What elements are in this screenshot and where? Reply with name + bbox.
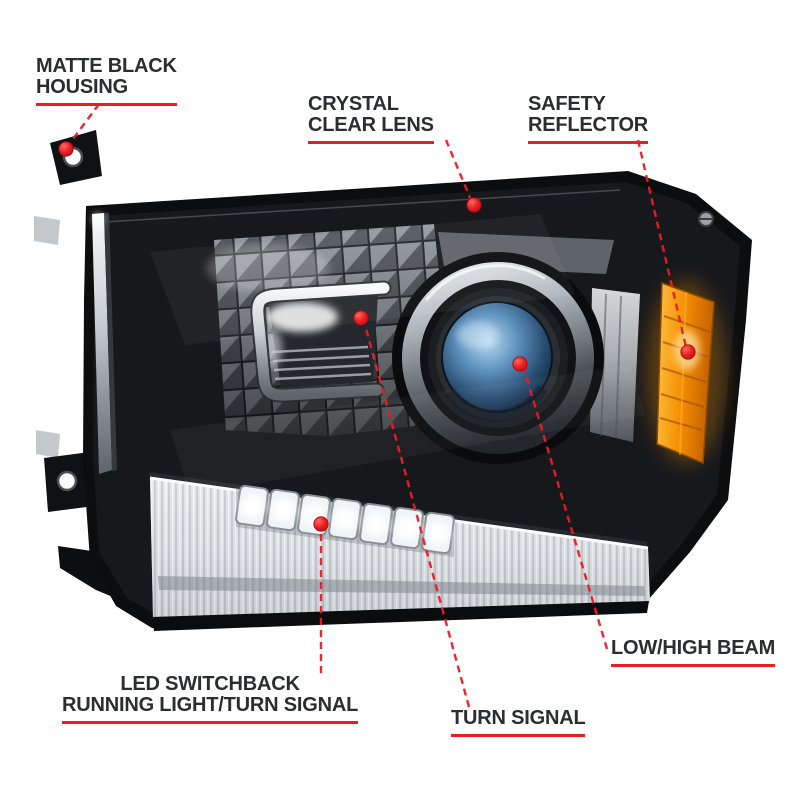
- callout-matte-black-housing: MATTE BLACK HOUSING: [36, 56, 177, 106]
- callout-line: LED SWITCHBACK: [120, 673, 300, 695]
- callout-underline-box: TURN SIGNAL: [451, 707, 586, 737]
- callout-underline-box: LOW/HIGH BEAM: [611, 638, 775, 667]
- callout-line: RUNNING LIGHT/TURN SIGNAL: [62, 694, 359, 716]
- mounting-clips: [34, 216, 60, 458]
- callout-line: TURN SIGNAL: [451, 707, 586, 729]
- projector-low-high-beam: [392, 252, 604, 464]
- projector-shroud: [590, 288, 640, 442]
- callout-underline-box: LED SWITCHBACK RUNNING LIGHT/TURN SIGNAL: [62, 674, 358, 724]
- led-switchback-bar: [148, 472, 650, 631]
- callout-line: MATTE BLACK: [36, 55, 177, 77]
- drl-light-guide: [92, 213, 117, 474]
- callout-line: SAFETY: [528, 93, 606, 115]
- dot-crystal-clear-lens: [466, 197, 482, 213]
- dot-safety-reflector: [680, 344, 696, 360]
- dot-turn-signal: [353, 310, 369, 326]
- callout-line: HOUSING: [36, 76, 128, 98]
- adjuster-screw: [698, 211, 714, 227]
- callout-underline-box: CRYSTAL CLEAR LENS: [308, 94, 434, 144]
- callout-underline-box: MATTE BLACK HOUSING: [36, 56, 177, 106]
- callout-low-high-beam: LOW/HIGH BEAM: [611, 638, 775, 667]
- amber-safety-reflector: [646, 280, 726, 465]
- callout-dots: [58, 141, 696, 532]
- callout-line: CLEAR LENS: [308, 114, 434, 136]
- callout-led-switchback-running-light: LED SWITCHBACK RUNNING LIGHT/TURN SIGNAL: [62, 674, 358, 724]
- turn-signal-lamp: [250, 280, 392, 403]
- callout-safety-reflector: SAFETY REFLECTOR: [528, 94, 648, 144]
- leader-matte-black-housing: [66, 103, 100, 148]
- callout-line: REFLECTOR: [528, 114, 649, 136]
- dot-matte-black-housing: [58, 141, 74, 157]
- leader-turn-signal: [363, 324, 471, 708]
- leader-crystal-clear-lens: [444, 139, 473, 201]
- dot-low-high-beam: [512, 356, 528, 372]
- callout-line: CRYSTAL: [308, 93, 399, 115]
- callout-crystal-clear-lens: CRYSTAL CLEAR LENS: [308, 94, 434, 144]
- dot-led-switchback: [313, 516, 329, 532]
- leader-low-high-beam: [522, 368, 609, 650]
- leader-lines: [66, 103, 688, 708]
- callout-turn-signal: TURN SIGNAL: [451, 707, 586, 737]
- clear-lens-sheen: [150, 214, 645, 495]
- callout-underline-box: SAFETY REFLECTOR: [528, 94, 648, 144]
- led-cells: [235, 484, 455, 555]
- callout-line: LOW/HIGH BEAM: [611, 637, 776, 659]
